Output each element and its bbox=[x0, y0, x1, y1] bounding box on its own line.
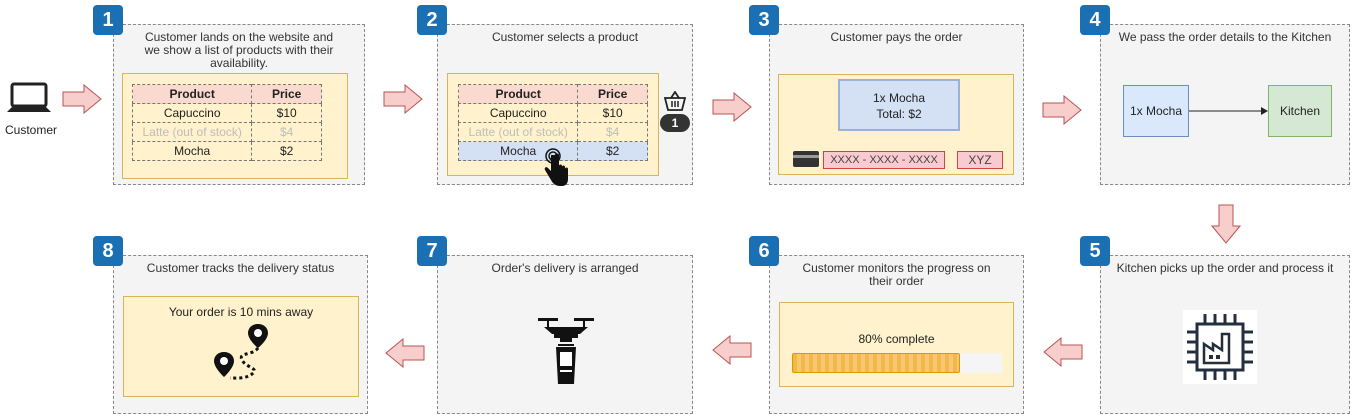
step-2-panel: Customer selects a product Product Price… bbox=[437, 24, 693, 186]
step-4-title: We pass the order details to the Kitchen bbox=[1118, 30, 1332, 44]
route-map-icon bbox=[214, 324, 268, 380]
customer-label: Customer bbox=[4, 123, 57, 137]
step-2-badge: 2 bbox=[417, 5, 447, 35]
cvv-field[interactable]: XYZ bbox=[957, 151, 1003, 169]
product-name: Capuccino bbox=[457, 103, 579, 123]
table-row: Mocha $2 bbox=[131, 141, 322, 161]
product-list-card: Product Price Capuccino $10 Latte (out o… bbox=[122, 73, 348, 179]
product-name: Latte (out of stock) bbox=[457, 122, 579, 142]
product-price: $10 bbox=[251, 103, 322, 123]
arrow-step4-to-step5 bbox=[1211, 204, 1241, 244]
kitchen-box: Kitchen bbox=[1268, 85, 1332, 137]
step-1-title: Customer lands on the website and we sho… bbox=[144, 30, 334, 70]
progress-track bbox=[792, 353, 1002, 373]
arrow-step2-to-step3 bbox=[712, 92, 752, 122]
table-row[interactable]: Capuccino $10 bbox=[457, 103, 648, 123]
product-header: Product bbox=[457, 84, 579, 104]
step-2-title: Customer selects a product bbox=[491, 30, 639, 44]
price-header: Price bbox=[577, 84, 648, 104]
step-8-badge: 8 bbox=[93, 236, 123, 266]
order-summary: 1x Mocha Total: $2 bbox=[838, 79, 960, 131]
order-line: 1x Mocha bbox=[872, 91, 926, 105]
cart-count-badge: 1 bbox=[660, 114, 690, 132]
processing-tile bbox=[1183, 310, 1257, 384]
product-table: Product Price Capuccino $10 Latte (out o… bbox=[131, 84, 322, 161]
step-4-badge: 4 bbox=[1080, 5, 1110, 35]
table-row: Latte (out of stock) $4 bbox=[131, 122, 322, 142]
basket-icon[interactable] bbox=[664, 91, 686, 111]
table-row: Capuccino $10 bbox=[131, 103, 322, 123]
step-5-badge: 5 bbox=[1080, 236, 1110, 266]
step-7-badge: 7 bbox=[417, 236, 447, 266]
drone-delivery-icon bbox=[538, 318, 594, 384]
payment-card: 1x Mocha Total: $2 XXXX - XXXX - XXXX XY… bbox=[778, 74, 1014, 175]
flow-arrow bbox=[1189, 107, 1268, 115]
progress-label: 80% complete bbox=[858, 332, 935, 346]
step-7-panel: Order's delivery is arranged bbox=[437, 255, 693, 414]
product-name: Capuccino bbox=[131, 103, 253, 123]
credit-card-icon bbox=[793, 151, 819, 167]
step-7-title: Order's delivery is arranged bbox=[491, 261, 639, 275]
laptop-icon bbox=[7, 82, 51, 112]
product-price: $4 bbox=[577, 122, 648, 142]
step-3-badge: 3 bbox=[749, 5, 779, 35]
step-6-panel: Customer monitors the progress on their … bbox=[769, 255, 1024, 414]
order-box: 1x Mocha bbox=[1123, 85, 1189, 137]
price-header: Price bbox=[251, 84, 322, 104]
arrow-step5-to-step6 bbox=[1043, 337, 1083, 367]
step-1-panel: Customer lands on the website and we sho… bbox=[113, 24, 365, 185]
step-3-title: Customer pays the order bbox=[830, 30, 963, 44]
step-6-title: Customer monitors the progress on their … bbox=[802, 261, 991, 288]
product-price: $2 bbox=[251, 141, 322, 161]
arrow-step3-to-step4 bbox=[1042, 95, 1082, 125]
arrow-step7-to-step8 bbox=[385, 338, 425, 368]
product-name: Mocha bbox=[131, 141, 253, 161]
table-row: Latte (out of stock) $4 bbox=[457, 122, 648, 142]
product-price: $10 bbox=[577, 103, 648, 123]
step-8-title: Customer tracks the delivery status bbox=[146, 261, 335, 275]
step-8-panel: Customer tracks the delivery status Your… bbox=[113, 255, 368, 414]
step-6-badge: 6 bbox=[749, 236, 779, 266]
delivery-status-text: Your order is 10 mins away bbox=[168, 305, 314, 319]
step-3-panel: Customer pays the order 1x Mocha Total: … bbox=[769, 24, 1024, 185]
step-4-panel: We pass the order details to the Kitchen… bbox=[1100, 24, 1350, 185]
arrow-step1-to-step2 bbox=[383, 84, 423, 114]
arrow-actor-to-step1 bbox=[62, 84, 102, 114]
progress-card: 80% complete bbox=[779, 302, 1014, 387]
step-1-badge: 1 bbox=[93, 5, 123, 35]
product-price: $2 bbox=[577, 141, 648, 161]
progress-fill bbox=[792, 353, 960, 373]
product-name: Latte (out of stock) bbox=[131, 122, 253, 142]
step-5-title: Kitchen picks up the order and process i… bbox=[1116, 261, 1334, 275]
step-5-panel: Kitchen picks up the order and process i… bbox=[1100, 255, 1350, 414]
arrow-step6-to-step7 bbox=[712, 335, 752, 365]
hand-pointer-icon bbox=[544, 148, 568, 186]
card-number-field[interactable]: XXXX - XXXX - XXXX bbox=[823, 151, 945, 169]
delivery-status-card: Your order is 10 mins away bbox=[123, 296, 359, 397]
factory-chip-icon bbox=[1187, 314, 1253, 380]
order-total: Total: $2 bbox=[876, 107, 922, 121]
product-price: $4 bbox=[251, 122, 322, 142]
product-header: Product bbox=[131, 84, 253, 104]
